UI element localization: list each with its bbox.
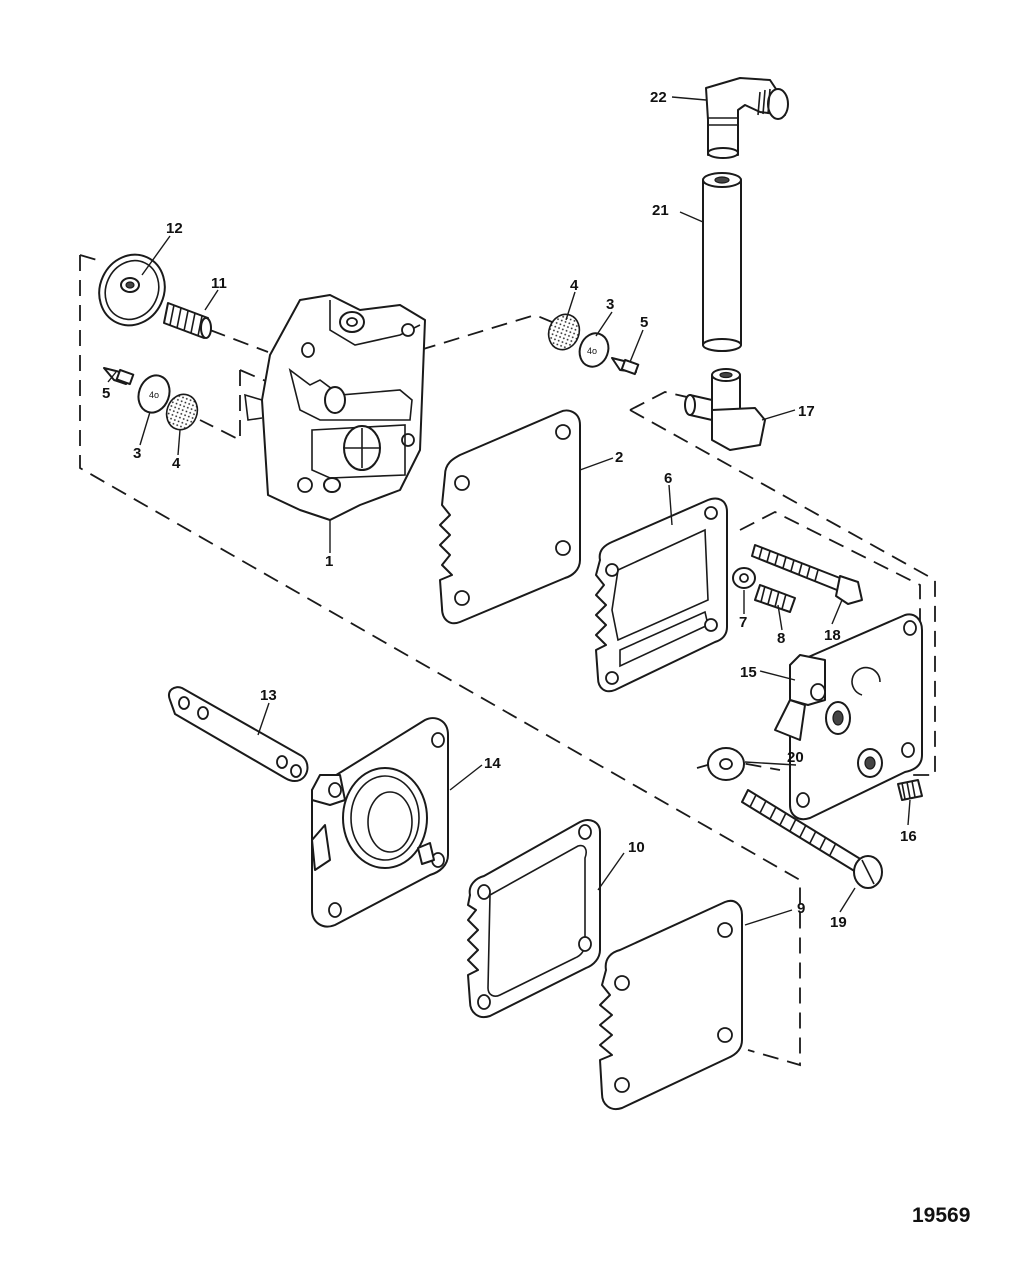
part-4-screen-left (165, 393, 199, 431)
part-11-spring (163, 302, 212, 339)
part-6-pump-gasket (595, 497, 728, 693)
callout-4-left: 4 (172, 455, 181, 472)
callout-22: 22 (650, 89, 667, 106)
part-5-check-valve-retainer-right (611, 357, 640, 376)
callout-4-right: 4 (570, 277, 579, 294)
part-2-diaphragm-gasket (439, 409, 581, 625)
svg-text:4o: 4o (149, 390, 159, 400)
callout-17: 17 (798, 403, 815, 420)
callout-5-right: 5 (640, 314, 648, 331)
callout-11: 11 (211, 275, 227, 292)
part-15-pump-cover (774, 613, 923, 821)
callout-2: 2 (615, 449, 623, 466)
part-8-spring (754, 584, 796, 613)
leader-lines (107, 96, 911, 926)
callout-10: 10 (628, 839, 645, 856)
part-22-elbow-fitting (705, 77, 789, 159)
callout-3-right: 3 (606, 296, 614, 313)
callout-16: 16 (900, 828, 917, 845)
part-21-fuel-tube (702, 172, 742, 352)
callout-6: 6 (664, 470, 672, 487)
part-16-fitting (897, 779, 923, 801)
svg-text:4o: 4o (587, 346, 597, 356)
part-5-check-valve-retainer-left (103, 367, 135, 386)
part-9-cover-gasket (599, 899, 743, 1110)
callout-5-left: 5 (102, 385, 110, 402)
part-7-washer (732, 567, 756, 589)
callout-20: 20 (787, 749, 804, 766)
part-19-screw (741, 789, 883, 889)
callout-15: 15 (740, 664, 757, 681)
part-3-check-valve-right: 4o (578, 332, 610, 368)
callout-13: 13 (260, 687, 277, 704)
callout-19: 19 (830, 914, 847, 931)
part-14-pump-housing (311, 717, 449, 928)
part-12-diaphragm (98, 253, 166, 327)
part-17-tee-fitting (684, 368, 766, 451)
callout-1: 1 (325, 553, 333, 570)
callout-14: 14 (484, 755, 501, 772)
callout-7: 7 (739, 614, 747, 631)
part-4-screen-right (547, 313, 581, 351)
callout-21: 21 (652, 202, 669, 219)
callout-labels: 12 11 5 3 4 1 4 3 5 2 6 22 21 17 7 8 18 … (102, 89, 917, 931)
callout-9: 9 (797, 900, 805, 917)
callout-8: 8 (777, 630, 785, 647)
callout-12: 12 (166, 220, 183, 237)
part-10-housing-gasket (467, 819, 601, 1018)
part-1-pump-body (244, 294, 426, 521)
part-18-screw (751, 544, 863, 605)
callout-18: 18 (824, 627, 841, 644)
part-20-washer (707, 747, 745, 781)
callout-3-left: 3 (133, 445, 141, 462)
part-13-link (168, 686, 309, 783)
part-3-check-valve-left: 4o (137, 374, 171, 414)
figure-number: 19569 (912, 1204, 970, 1227)
